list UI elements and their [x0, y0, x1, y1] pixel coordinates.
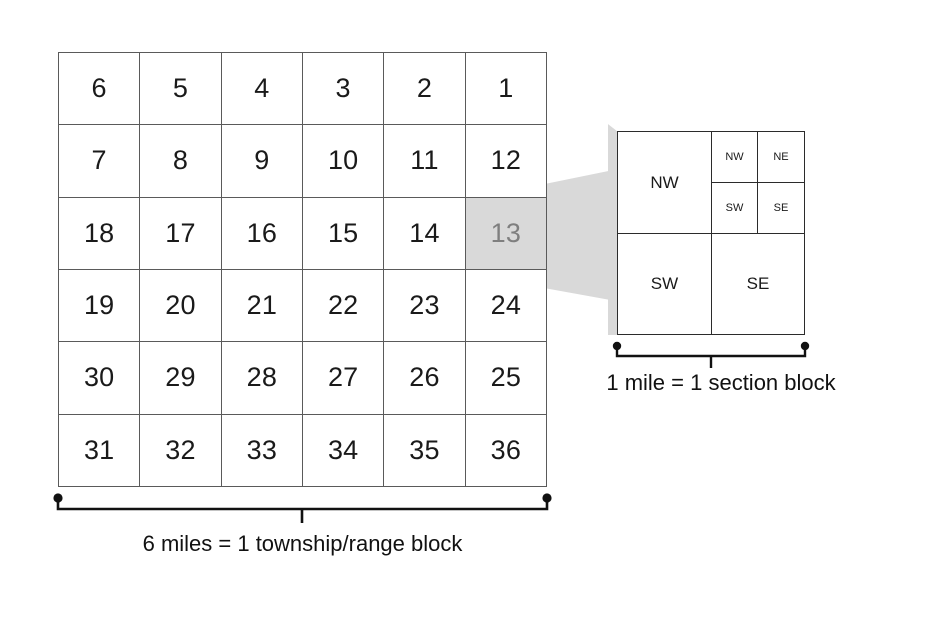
section-cell[interactable]: 29 — [140, 342, 222, 415]
section-detail-block: NW NW NE SW SE SW SE — [617, 131, 805, 335]
section-measure-bracket — [615, 348, 807, 368]
section-cell[interactable]: 36 — [465, 414, 547, 487]
subquadrant-nw[interactable]: NW — [712, 132, 758, 183]
subquadrant-sw[interactable]: SW — [712, 182, 758, 233]
section-detail-south-half: SW SE — [618, 233, 804, 334]
section-cell[interactable]: 12 — [465, 125, 547, 198]
section-cell[interactable]: 18 — [59, 197, 141, 270]
section-cell[interactable]: 30 — [59, 342, 141, 415]
section-cell-highlighted[interactable]: 13 — [465, 197, 547, 270]
section-scale-caption: 1 mile = 1 section block — [606, 370, 836, 395]
township-measure-bracket — [56, 500, 549, 523]
section-bracket-dot-right — [800, 341, 810, 351]
section-cell[interactable]: 10 — [303, 125, 385, 198]
township-bracket-dot-left — [53, 493, 63, 503]
quadrant-nw[interactable]: NW — [650, 172, 679, 192]
section-detail-north-half: NW NW NE SW SE — [618, 132, 804, 233]
detail-block-shadow-top — [608, 124, 805, 131]
detail-block-shadow — [608, 124, 617, 335]
quadrant-ne-subdivided: NW NE SW SE — [711, 132, 804, 233]
section-cell[interactable]: 6 — [59, 53, 141, 126]
section-cell[interactable]: 19 — [59, 270, 141, 343]
section-cell[interactable]: 7 — [59, 125, 141, 198]
section-cell[interactable]: 2 — [384, 53, 466, 126]
quadrant-se[interactable]: SE — [711, 234, 804, 334]
section-cell[interactable]: 28 — [221, 342, 303, 415]
section-cell[interactable]: 9 — [221, 125, 303, 198]
section-cell[interactable]: 15 — [303, 197, 385, 270]
township-section-grid: 6 5 4 3 2 1 7 8 9 10 11 12 18 17 16 15 1… — [58, 52, 547, 487]
section-cell[interactable]: 23 — [384, 270, 466, 343]
section-cell[interactable]: 1 — [465, 53, 547, 126]
quadrant-sw[interactable]: SW — [650, 274, 679, 293]
section-cell[interactable]: 5 — [140, 53, 222, 126]
section-cell[interactable]: 4 — [221, 53, 303, 126]
township-scale-caption: 6 miles = 1 township/range block — [142, 531, 463, 556]
section-cell[interactable]: 8 — [140, 125, 222, 198]
section-bracket-dot-left — [612, 341, 622, 351]
section-cell[interactable]: 31 — [59, 414, 141, 487]
subquadrant-se[interactable]: SE — [773, 201, 789, 214]
township-bracket-dot-right — [542, 493, 552, 503]
section-cell[interactable]: 32 — [140, 414, 222, 487]
section-cell[interactable]: 17 — [140, 197, 222, 270]
section-cell[interactable]: 35 — [384, 414, 466, 487]
section-cell[interactable]: 26 — [384, 342, 466, 415]
section-cell[interactable]: 33 — [221, 414, 303, 487]
section-cell[interactable]: 34 — [303, 414, 385, 487]
section-cell[interactable]: 16 — [221, 197, 303, 270]
section-cell[interactable]: 11 — [384, 125, 466, 198]
section-cell[interactable]: 14 — [384, 197, 466, 270]
subquadrant-ne[interactable]: NE — [758, 132, 804, 183]
section-cell[interactable]: 20 — [140, 270, 222, 343]
section-cell[interactable]: 24 — [465, 270, 547, 343]
section-cell[interactable]: 21 — [221, 270, 303, 343]
section-cell[interactable]: 22 — [303, 270, 385, 343]
section-cell[interactable]: 27 — [303, 342, 385, 415]
section-cell[interactable]: 3 — [303, 53, 385, 126]
section-cell[interactable]: 25 — [465, 342, 547, 415]
